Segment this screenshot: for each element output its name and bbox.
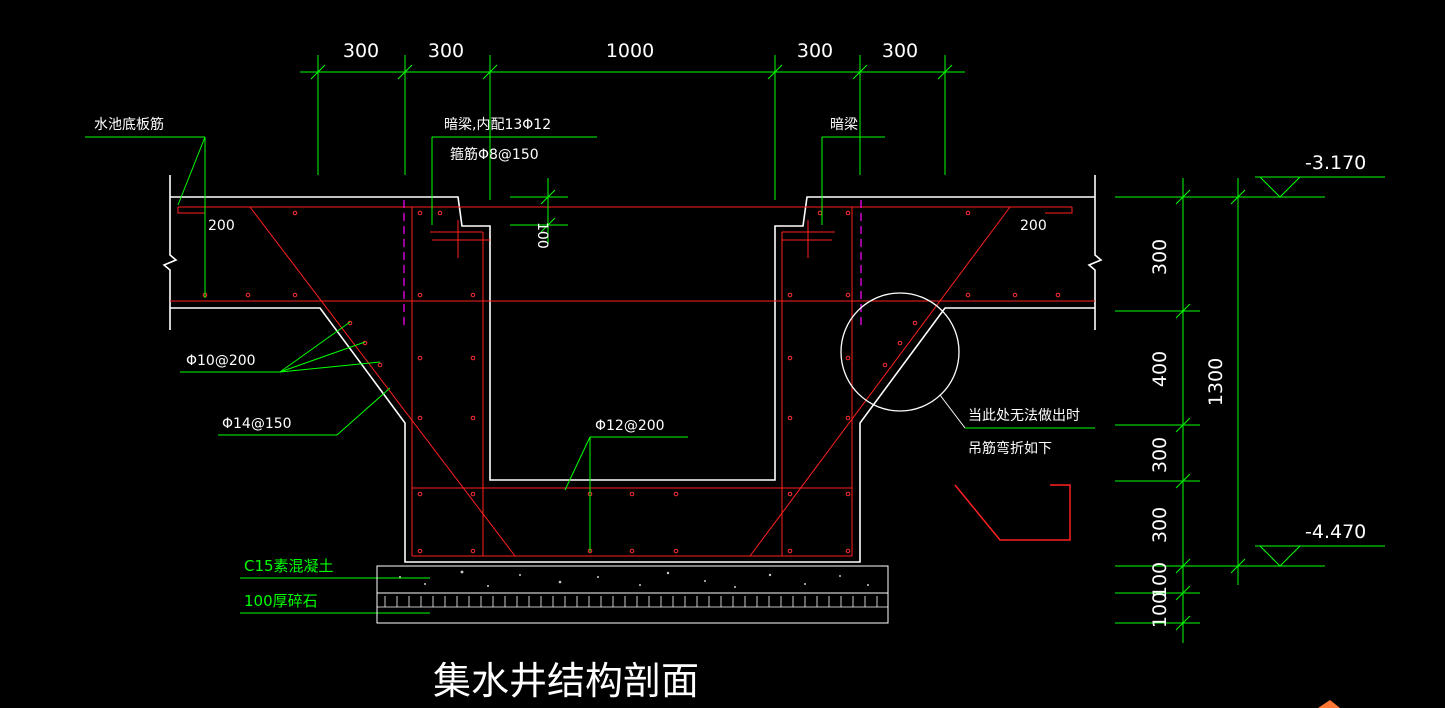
label-phi12: Φ12@200 [595,418,665,434]
elevation-bottom: -4.470 [1305,521,1366,543]
label-cover-left: 200 [208,218,235,234]
right-dim-6: 100 [1149,592,1171,628]
detail-leader [939,394,966,429]
top-dim-2: 300 [428,40,464,62]
right-dim-5: 100 [1149,562,1171,598]
hanger-bend-detail [954,484,1071,541]
label-hidden-beam-left-2: 箍筋Φ8@150 [450,146,539,163]
top-dim-4: 300 [797,40,833,62]
top-dim-3: 1000 [606,40,654,62]
gravel-hatch [377,596,888,608]
foundation-layers [376,565,889,624]
right-dim-4: 300 [1149,507,1171,543]
anchor-dashed-lines [403,200,862,325]
label-bottom-slab-rebar: 水池底板筋 [94,116,164,133]
label-hidden-beam-left-1: 暗梁,内配13Φ12 [444,117,551,133]
label-cover-right: 200 [1020,218,1047,234]
concrete-outline [162,175,1103,563]
top-dim-1: 300 [343,40,379,62]
label-plain-concrete: C15素混凝土 [244,557,334,575]
label-note-line1: 当此处无法做出时 [968,408,1080,424]
label-hidden-beam-right: 暗梁 [830,117,858,133]
drawing-title: 集水井结构剖面 [433,659,699,703]
rebar-dots [202,210,1061,554]
elevation-top: -3.170 [1305,152,1366,174]
right-dimension-chain [1115,176,1385,643]
label-step-dim: 100 [534,222,550,249]
concrete-hatch [399,570,869,588]
rebar-lines [170,206,1095,557]
right-dim-3: 300 [1149,437,1171,473]
right-dim-2: 400 [1149,351,1171,387]
corner-marker [1318,700,1340,708]
detail-circle [840,292,960,412]
top-dim-5: 300 [882,40,918,62]
right-dim-1: 300 [1149,239,1171,275]
top-dimension-chain [300,55,965,200]
leader-lines [85,136,885,614]
label-phi10: Φ10@200 [186,353,256,369]
right-total-dim: 1300 [1205,358,1227,406]
label-note-line2: 吊筋弯折如下 [968,440,1052,457]
label-phi14: Φ14@150 [222,416,292,432]
label-gravel: 100厚碎石 [244,592,318,610]
